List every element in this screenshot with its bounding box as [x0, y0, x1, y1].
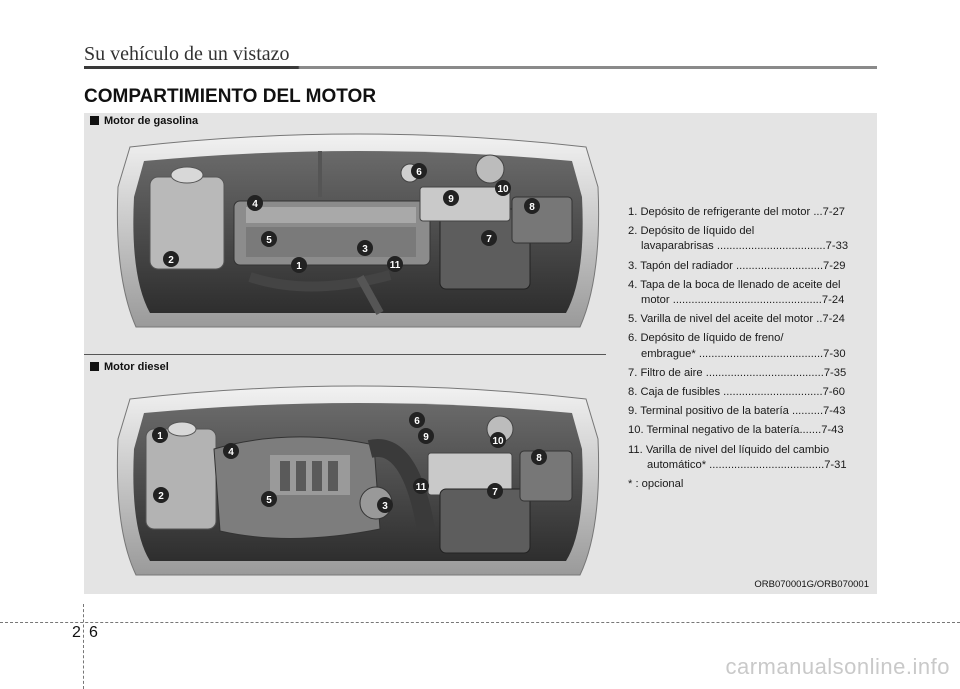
- component-legend: 1. Depósito de refrigerante del motor ..…: [628, 205, 873, 496]
- callout-gas-3: 3: [357, 240, 373, 256]
- legend-item-2: 2. Depósito de líquido del lavaparabrisas…: [628, 224, 873, 254]
- callout-gas-5-text: 5: [266, 235, 272, 246]
- callout-gas-1-text: 1: [296, 261, 302, 272]
- legend-item-7-text: 7. Filtro de aire ......................…: [628, 366, 847, 379]
- callout-dsl-7-text: 7: [492, 487, 498, 498]
- legend-item-11: 11. Varilla de nivel del líquido del cam…: [628, 443, 873, 473]
- callout-gas-8: 8: [524, 198, 540, 214]
- legend-item-8-text: 8. Caja de fusibles ....................…: [628, 386, 846, 399]
- panel-divider: [84, 354, 606, 355]
- legend-item-1-text: 1. Depósito de refrigerante del motor ..…: [628, 206, 846, 218]
- chapter-number: 2: [72, 624, 81, 641]
- watermark: carmanualsonline.info: [725, 654, 950, 679]
- callout-gas-11: 11: [387, 256, 403, 272]
- legend-item-3: 3. Tapón del radiador ..................…: [628, 259, 873, 274]
- legend-item-8: 8. Caja de fusibles ....................…: [628, 385, 873, 400]
- square-bullet-icon: [90, 362, 99, 371]
- legend-item-1: 1. Depósito de refrigerante del motor ..…: [628, 205, 873, 220]
- callout-gas-9-text: 9: [448, 194, 454, 205]
- callout-dsl-3-text: 3: [382, 501, 388, 512]
- legend-item-6-text: 6. Depósito de líquido de freno/: [628, 332, 784, 345]
- legend-item-4-cont: motor ..................................…: [641, 294, 845, 307]
- gasoline-callouts: 1 2 3 4 5 6 7 8 9 10 11: [163, 163, 540, 273]
- legend-item-2-text: 2. Depósito de líquido del: [628, 225, 755, 238]
- callout-dsl-6-text: 6: [414, 416, 420, 427]
- callout-dsl-11-text: 11: [416, 482, 427, 493]
- legend-item-10: 10. Terminal negativo de la batería.....…: [628, 423, 873, 438]
- callout-dsl-10: 10: [490, 432, 506, 448]
- callout-gas-7-text: 7: [486, 234, 492, 245]
- legend-item-6-cont: embrague* ..............................…: [641, 347, 846, 360]
- legend-item-11-cont: automático* ............................…: [647, 458, 847, 471]
- figure-panel: Motor de gasolina 1 2 3 4 5 6: [84, 113, 877, 594]
- callout-dsl-2-text: 2: [158, 491, 164, 502]
- callout-gas-9: 9: [443, 190, 459, 206]
- diesel-label-text: Motor diesel: [104, 361, 169, 373]
- legend-item-5-text: 5. Varilla de nivel del aceite del motor…: [628, 313, 845, 326]
- callout-dsl-9: 9: [418, 428, 434, 444]
- image-code: ORB070001G/ORB070001: [754, 579, 869, 590]
- callout-dsl-9-text: 9: [423, 432, 429, 443]
- callout-gas-1: 1: [291, 257, 307, 273]
- callout-dsl-10-text: 10: [492, 436, 504, 447]
- callout-dsl-4-text: 4: [228, 447, 234, 458]
- callout-gas-2-text: 2: [168, 255, 174, 266]
- callout-dsl-7: 7: [487, 483, 503, 499]
- callout-gas-11-text: 11: [390, 260, 401, 271]
- legend-item-4: 4. Tapa de la boca de llenado de aceite …: [628, 278, 873, 308]
- legend-item-5: 5. Varilla de nivel del aceite del motor…: [628, 312, 873, 327]
- callout-dsl-11: 11: [413, 478, 429, 494]
- legend-item-2-cont: lavaparabrisas .........................…: [641, 240, 849, 253]
- square-bullet-icon: [90, 116, 99, 125]
- callout-gas-2: 2: [163, 251, 179, 267]
- footer-vertical-line: [83, 604, 84, 689]
- callout-gas-7: 7: [481, 230, 497, 246]
- gasoline-label-text: Motor de gasolina: [104, 115, 199, 127]
- callout-gas-6-text: 6: [416, 167, 422, 178]
- callout-gas-4: 4: [247, 195, 263, 211]
- page-number: 6: [89, 624, 98, 641]
- callout-dsl-8: 8: [531, 449, 547, 465]
- callout-gas-6: 6: [411, 163, 427, 179]
- legend-footnote: * : opcional: [628, 477, 873, 492]
- legend-item-7: 7. Filtro de aire ......................…: [628, 366, 873, 381]
- callout-dsl-4: 4: [223, 443, 239, 459]
- legend-footnote-text: * : opcional: [628, 478, 684, 491]
- callout-gas-4-text: 4: [252, 199, 258, 210]
- callout-gas-10-text: 10: [497, 184, 509, 195]
- callout-dsl-3: 3: [377, 497, 393, 513]
- legend-item-9: 9. Terminal positivo de la batería .....…: [628, 404, 873, 419]
- section-title: COMPARTIMIENTO DEL MOTOR: [84, 86, 377, 107]
- gasoline-engine-illustration: [116, 133, 600, 328]
- callout-dsl-1: 1: [152, 427, 168, 443]
- callout-dsl-5-text: 5: [266, 495, 272, 506]
- diesel-callouts: 1 2 3 4 5 6 7 8 9 10 11: [152, 412, 547, 513]
- footer-dashed-line: [0, 622, 960, 623]
- gasoline-label: Motor de gasolina: [90, 115, 198, 127]
- callout-dsl-5: 5: [261, 491, 277, 507]
- callout-gas-8-text: 8: [529, 202, 535, 213]
- callout-dsl-2: 2: [153, 487, 169, 503]
- callout-gas-10: 10: [495, 180, 511, 196]
- callout-gas-5: 5: [261, 231, 277, 247]
- callout-dsl-8-text: 8: [536, 453, 542, 464]
- page-header-title: Su vehículo de un vistazo: [84, 43, 290, 65]
- header-rule: [84, 66, 877, 69]
- callout-dsl-6: 6: [409, 412, 425, 428]
- diesel-label: Motor diesel: [90, 361, 169, 373]
- callout-dsl-1-text: 1: [157, 431, 163, 442]
- legend-item-3-text: 3. Tapón del radiador ..................…: [628, 259, 846, 272]
- legend-item-9-text: 9. Terminal positivo de la batería .....…: [628, 405, 846, 418]
- diesel-engine-illustration: [116, 385, 600, 576]
- legend-item-4-text: 4. Tapa de la boca de llenado de aceite …: [628, 278, 841, 291]
- legend-item-10-text: 10. Terminal negativo de la batería.....…: [628, 424, 844, 437]
- callout-gas-3-text: 3: [362, 244, 368, 255]
- legend-item-6: 6. Depósito de líquido de freno/embrague…: [628, 331, 873, 361]
- legend-item-11-text: 11. Varilla de nivel del líquido del cam…: [628, 443, 830, 456]
